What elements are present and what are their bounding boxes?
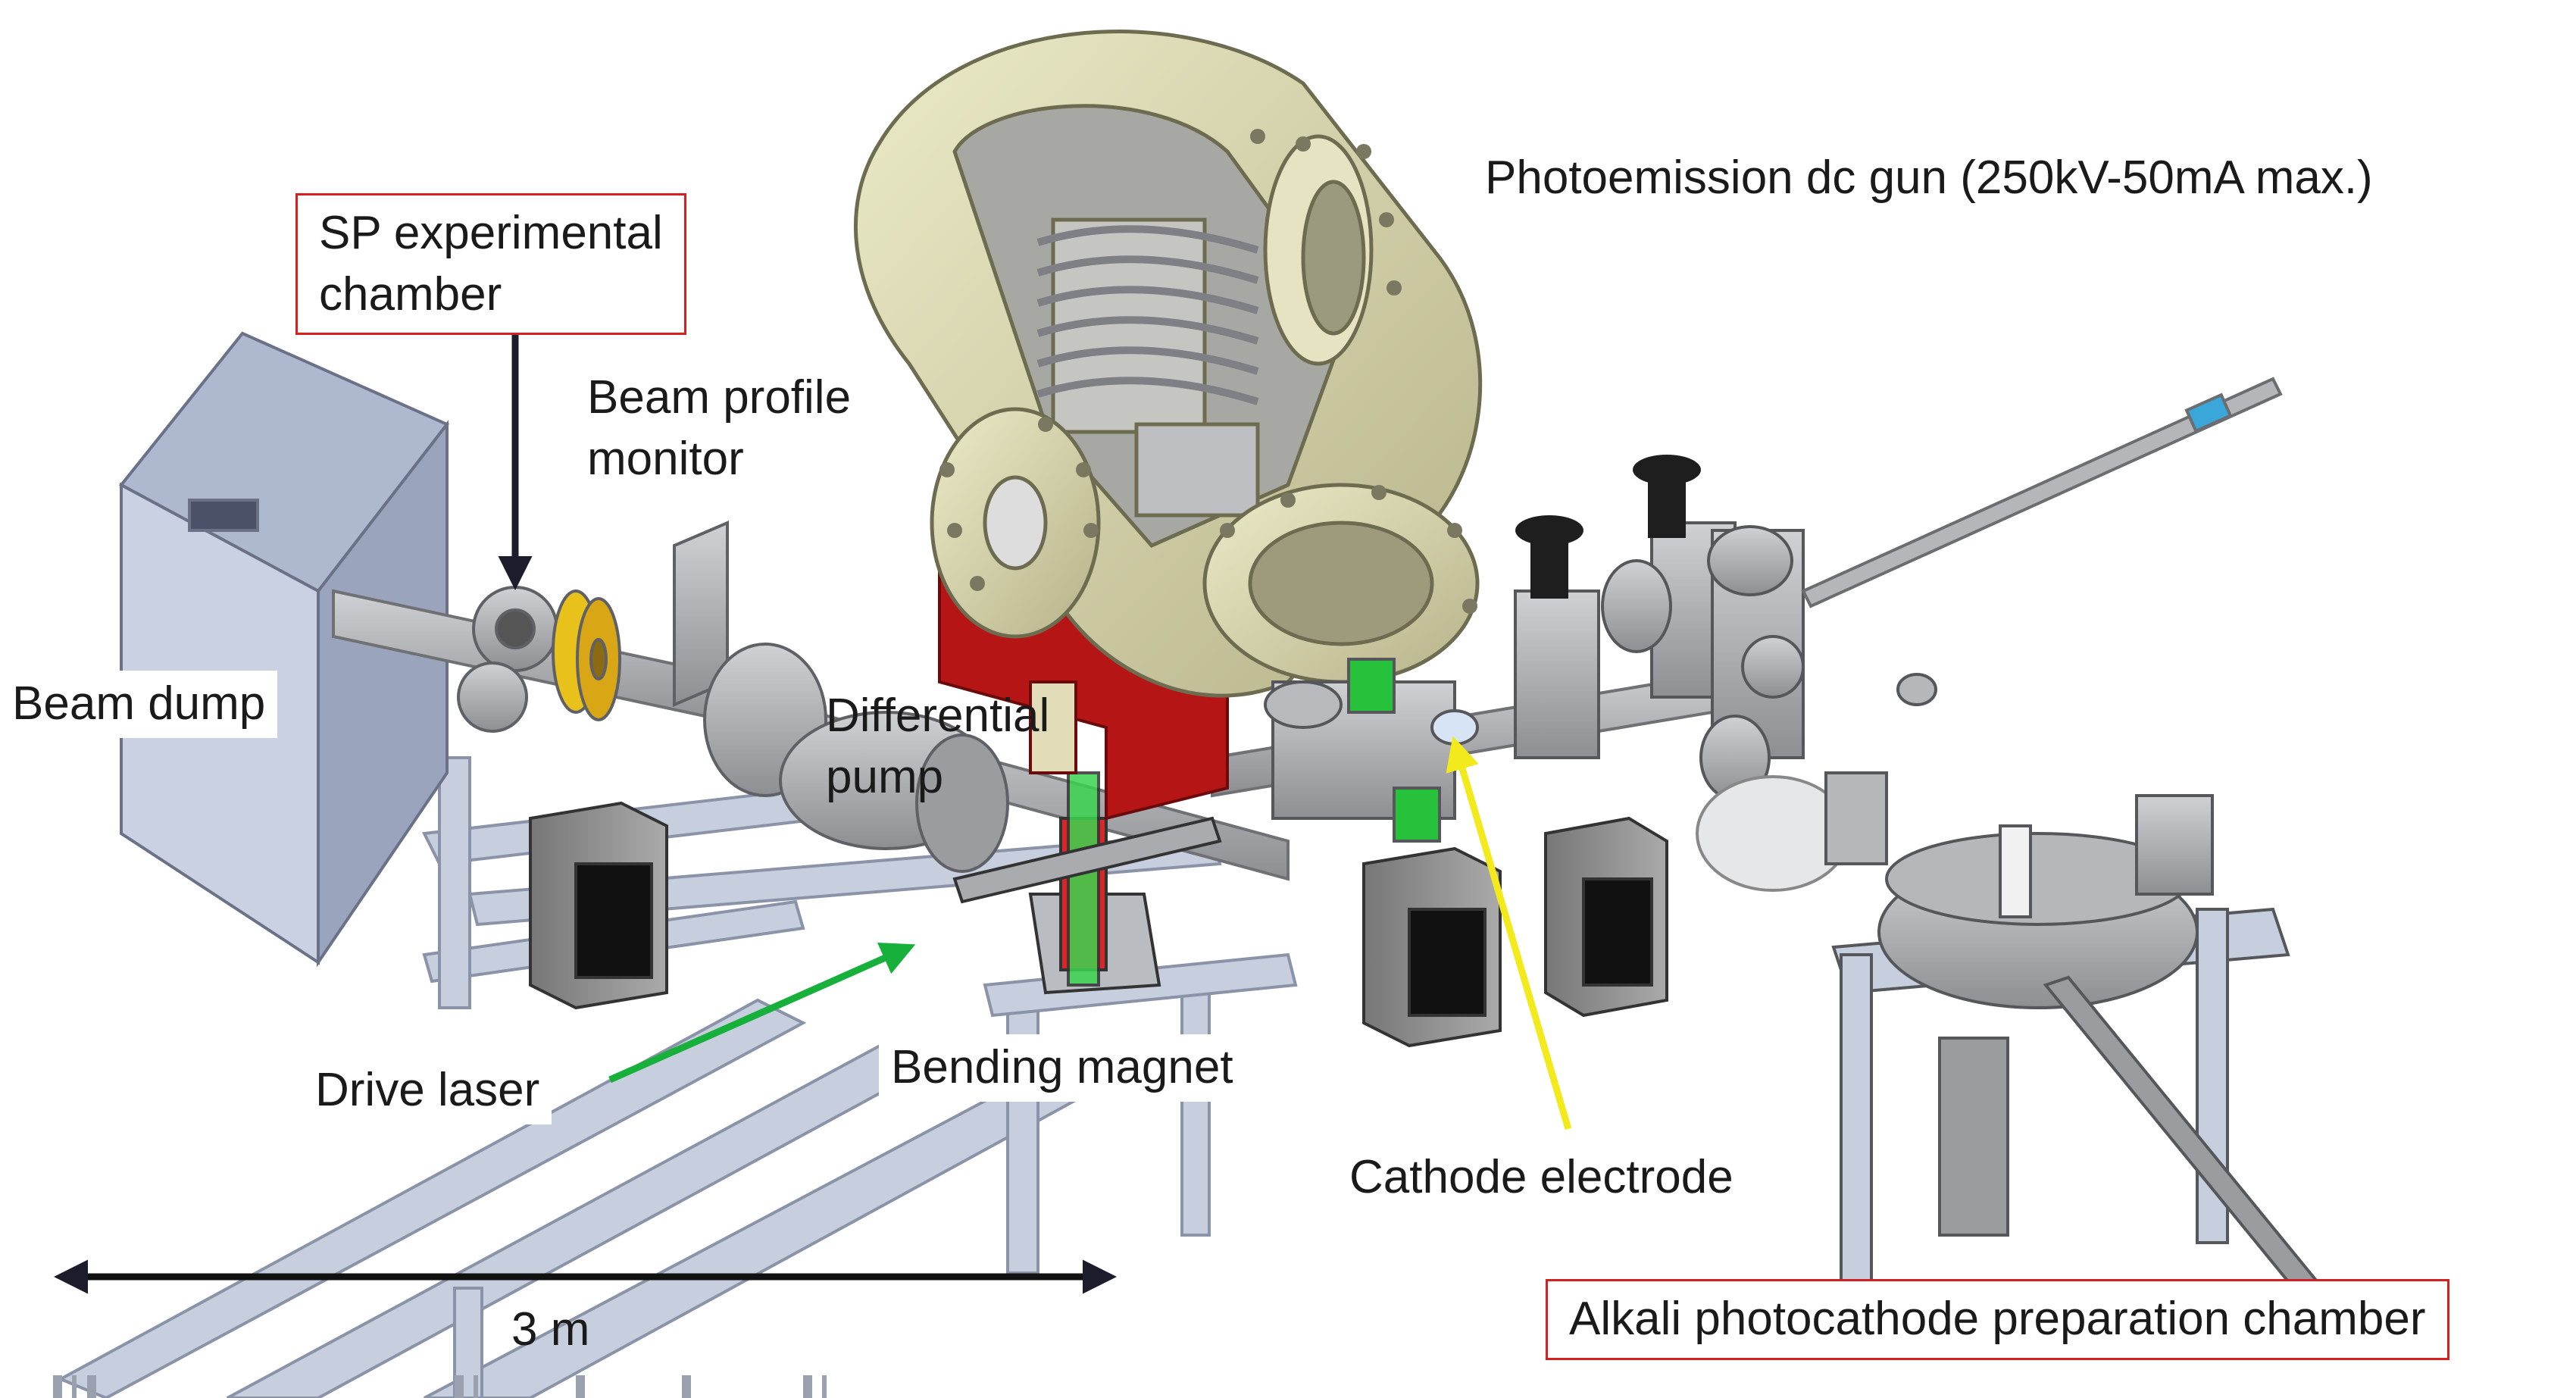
alkali-chamber <box>1824 673 2344 1321</box>
bending-magnet-label: Bending magnet <box>879 1034 1246 1102</box>
cathode-arrow <box>1446 736 1572 1131</box>
sp-chamber <box>457 586 621 733</box>
beam-profile-monitor-label-line2: monitor <box>587 432 744 485</box>
differential-pump-label-line1: Differential <box>826 690 1050 742</box>
cathode-electrode-label: Cathode electrode <box>1337 1144 1746 1212</box>
drive-laser-arrow <box>608 943 916 1084</box>
transfer-rod <box>1801 377 2283 608</box>
differential-pump-label: Differential pump <box>826 686 1049 808</box>
valve-line <box>1514 521 1805 801</box>
beam-dump-label: Beam dump <box>0 671 278 738</box>
bottom-strip <box>53 1375 827 1398</box>
bending-magnet <box>952 771 1222 995</box>
beam-profile-monitor-label: Beam profile monitor <box>587 367 851 489</box>
alkali-chamber-label: Alkali photocathode preparation chamber <box>1546 1279 2449 1360</box>
sp-chamber-label-line1: SP experimental <box>319 207 663 259</box>
differential-pump <box>779 711 1009 873</box>
cathode-chamber <box>1264 658 1479 843</box>
scale-label: 3 m <box>511 1303 590 1356</box>
beam-profile-monitor-label-line1: Beam profile <box>587 371 852 424</box>
sp-chamber-label-line2: chamber <box>319 267 502 321</box>
differential-pump-label-line2: pump <box>826 750 944 803</box>
sp-chamber-label: SP experimental chamber <box>295 193 686 336</box>
valve-handwheel-icon <box>1515 455 1701 599</box>
dc-gun-vessel <box>854 30 1483 698</box>
gun-label: Photoemission dc gun (250kV-50mA max.) <box>1485 152 2373 204</box>
pump-boxes <box>529 801 1668 1048</box>
flange-bolt-icon <box>939 129 1477 614</box>
drive-laser-label: Drive laser <box>303 1057 552 1124</box>
